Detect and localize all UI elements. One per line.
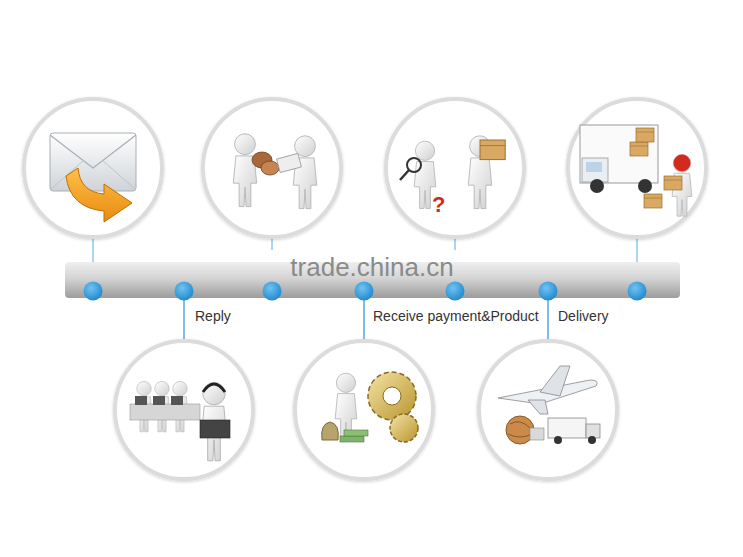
watermark: trade.china.cn (290, 252, 453, 283)
svg-text:?: ? (432, 192, 445, 217)
step-label: Delivery (558, 308, 609, 325)
step-label: Receive payment&Product (373, 308, 539, 325)
step-label: Reply (195, 308, 231, 325)
